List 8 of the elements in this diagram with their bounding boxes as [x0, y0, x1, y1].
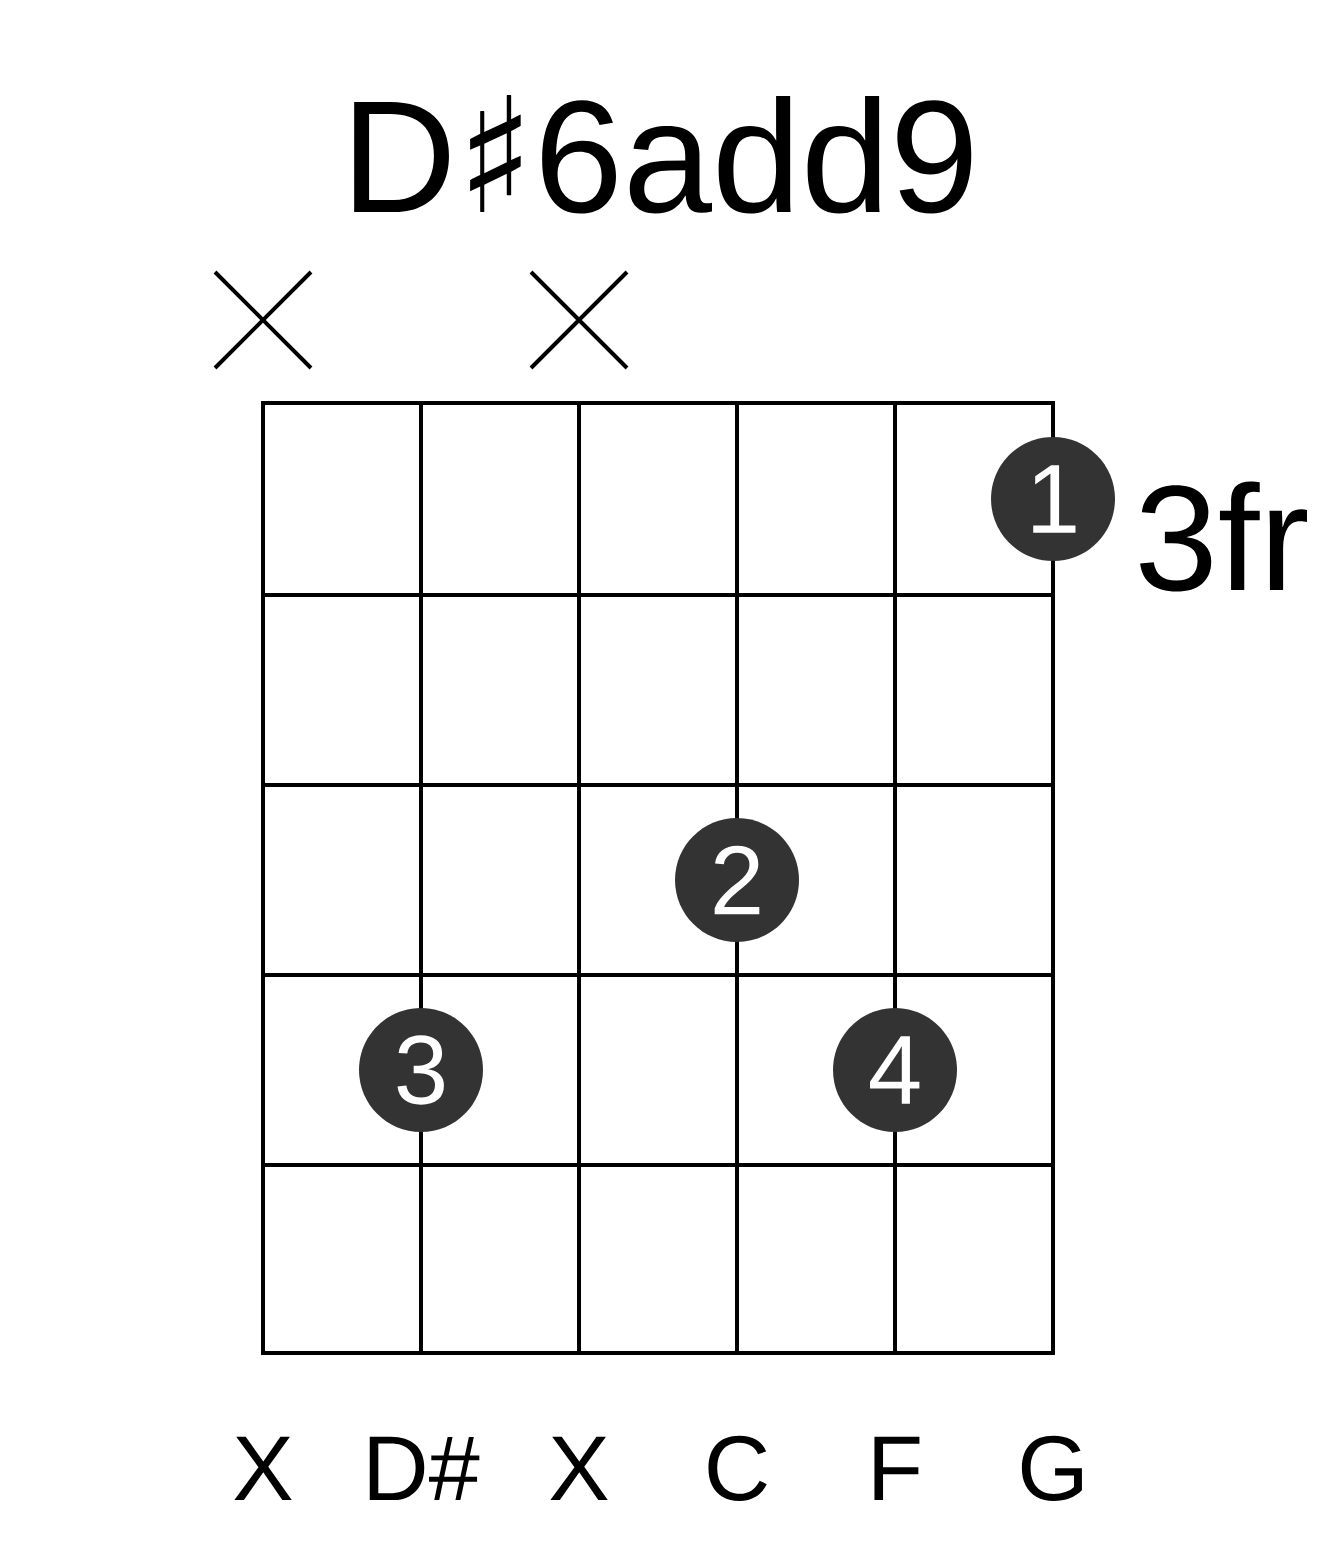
- fret-number: 3fr: [1140, 481, 1307, 592]
- note-label: D#: [369, 1436, 480, 1500]
- note-label: C: [708, 1435, 767, 1501]
- chord-title: D♯6add9: [354, 95, 972, 214]
- note-label: G: [1021, 1435, 1082, 1501]
- note-label: X: [550, 1436, 608, 1500]
- note-label: X: [234, 1436, 292, 1500]
- note-label: F: [874, 1436, 920, 1500]
